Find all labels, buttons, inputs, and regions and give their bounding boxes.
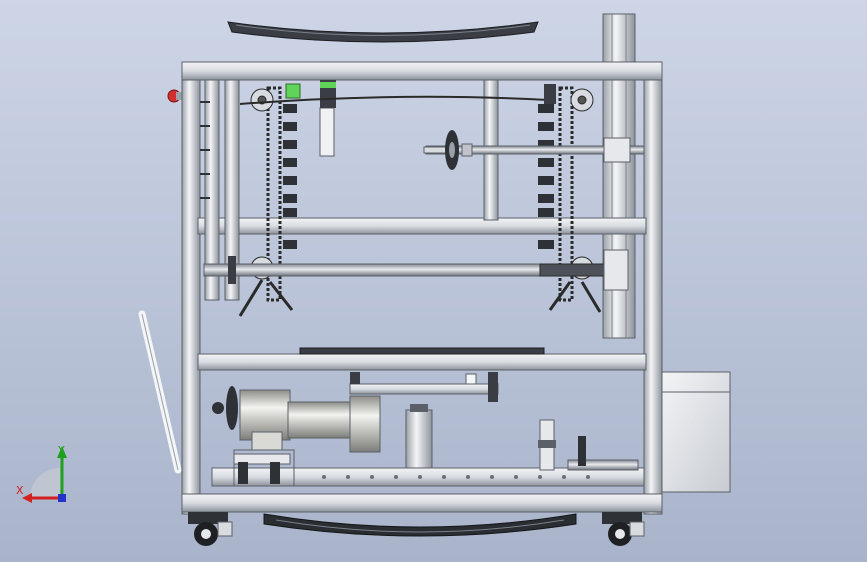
motor-mount — [233, 449, 295, 487]
x-axis-label: X — [16, 484, 24, 497]
rail-holes — [322, 475, 590, 479]
left-carriers — [283, 104, 297, 249]
right-bearing-block — [603, 249, 629, 291]
bottom-curved-guide — [263, 513, 577, 537]
electrical-box — [661, 371, 731, 493]
left-side-ribs — [200, 101, 210, 199]
coordinate-triad: X Y — [16, 444, 67, 503]
inner-post-left-a — [204, 79, 220, 301]
frame-beam-2 — [197, 217, 647, 235]
sprocket-left-top — [250, 88, 274, 112]
frame-post-left — [181, 61, 201, 515]
hanging-bracket — [319, 107, 335, 157]
left-chain — [266, 86, 282, 302]
y-axis-label: Y — [57, 444, 65, 457]
right-chain — [558, 86, 574, 302]
upper-crossbar — [349, 383, 499, 395]
inner-post-left-b — [224, 79, 240, 301]
frame-beam-3 — [197, 353, 647, 371]
upper-cable — [239, 95, 549, 105]
right-carriers — [538, 104, 554, 249]
right-actuator — [544, 84, 556, 104]
frame-beam-top — [181, 61, 663, 81]
sprocket-right-top — [570, 88, 594, 112]
caster-left — [188, 512, 233, 546]
rod-collar — [603, 137, 631, 163]
caster-right — [602, 512, 645, 546]
lower-slide — [567, 459, 639, 471]
frame-beam-bottom — [181, 493, 663, 513]
gearbox — [287, 401, 353, 439]
green-sensor-left — [285, 83, 301, 99]
green-sensor-small — [320, 82, 336, 88]
z-axis-marker — [58, 494, 66, 502]
top-curved-guide — [227, 21, 539, 43]
left-swing-arm — [238, 279, 294, 317]
shelf-tray — [299, 347, 545, 355]
frame-post-right — [643, 61, 663, 515]
right-swing-arm — [548, 281, 602, 313]
linear-module — [405, 409, 433, 469]
motor-end-flange — [226, 386, 238, 430]
